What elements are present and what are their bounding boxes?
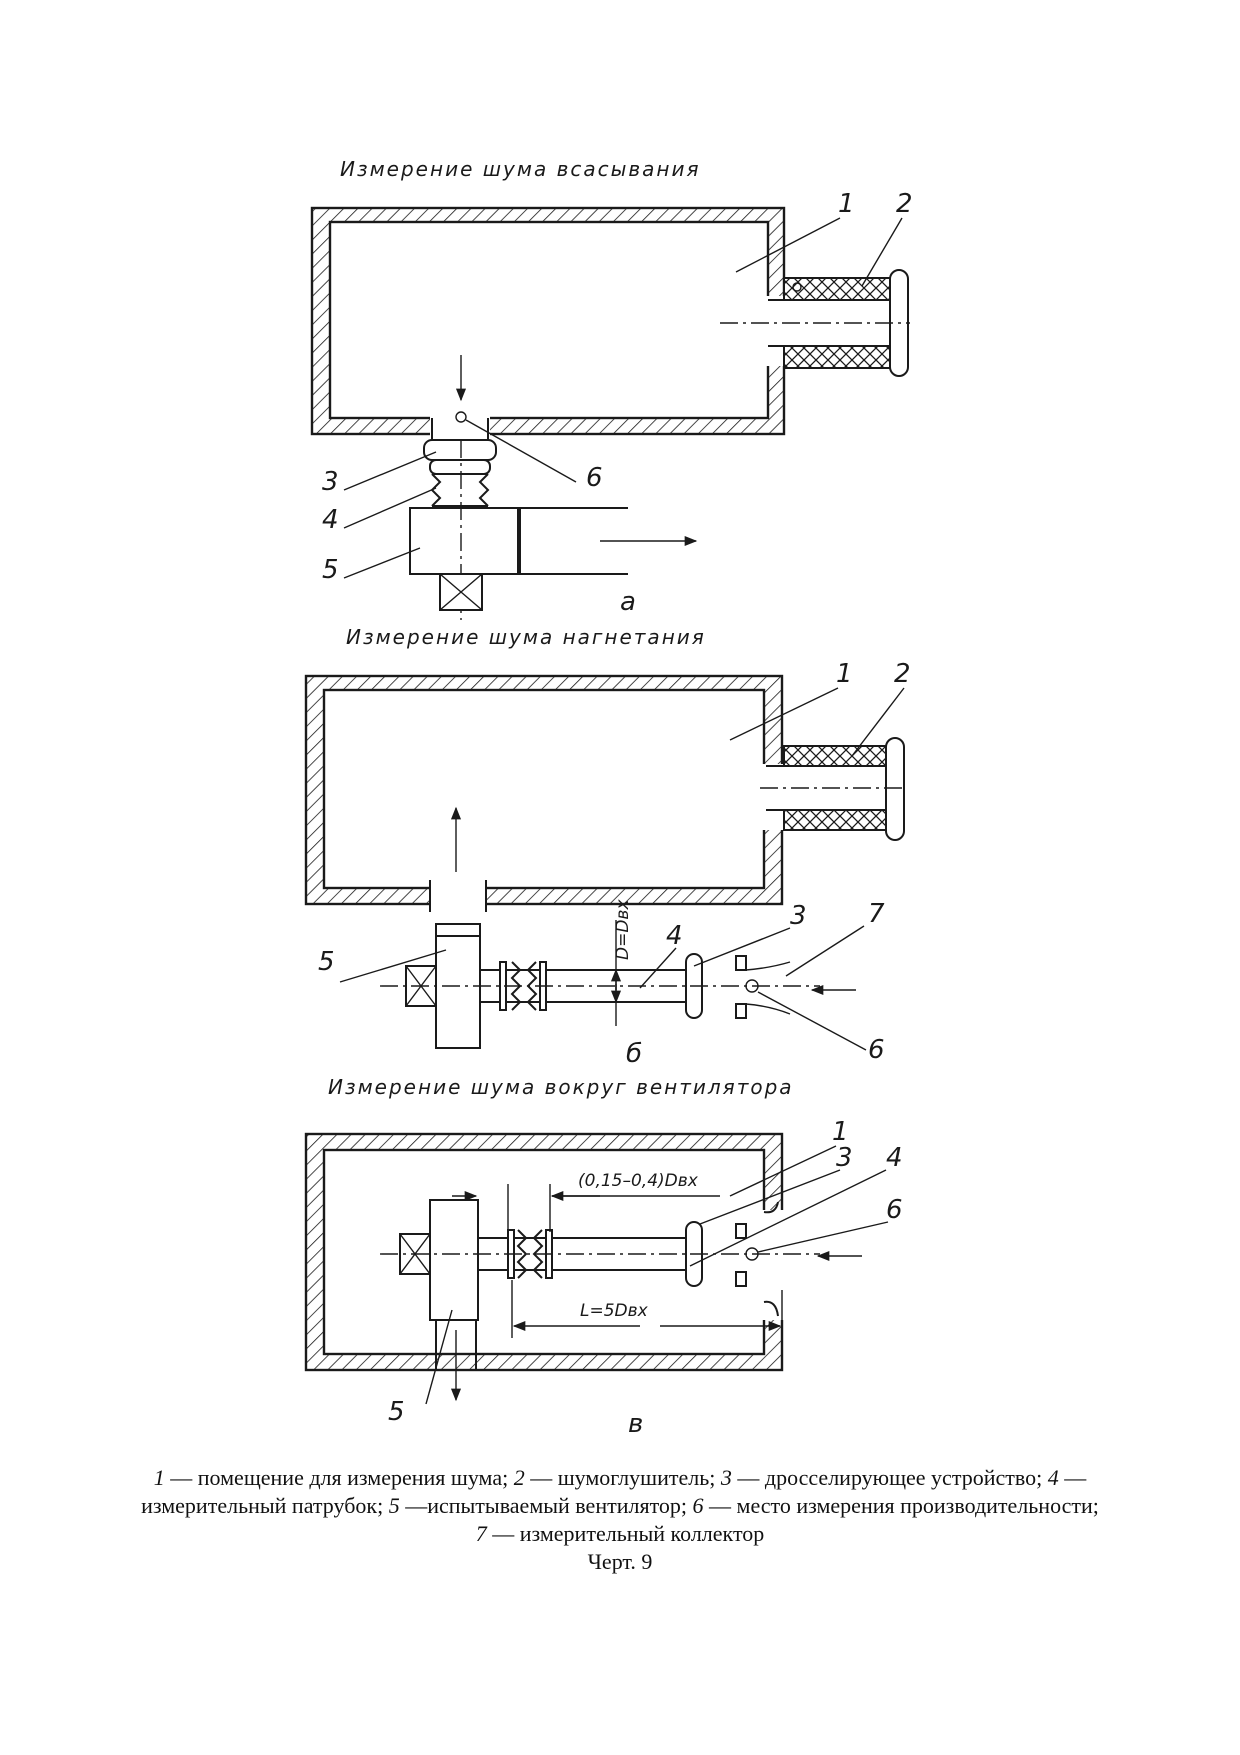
diagram-b: Измерение шума нагнетания — [304, 625, 911, 1069]
measure-point-a — [455, 411, 467, 423]
muffler-b-flange — [885, 737, 905, 841]
fan-c — [429, 1199, 479, 1321]
figure-label: Черт. 9 — [587, 1549, 653, 1574]
caption-num-3: 3 — [720, 1465, 732, 1490]
label-6-a: 6 — [586, 463, 603, 493]
muffler-b-bottom — [783, 809, 891, 831]
label-4-a: 4 — [322, 505, 339, 535]
label-2-a: 2 — [896, 189, 913, 219]
diagram-a-title: Измерение шума всасывания — [340, 157, 701, 181]
caption-text-3: — дросселирующее устройство; — [731, 1465, 1048, 1490]
label-4-b: 4 — [666, 921, 683, 951]
caption-text-2: — шумоглушитель; — [524, 1465, 721, 1490]
letter-c: в — [628, 1409, 643, 1439]
label-1-a: 1 — [838, 189, 855, 219]
letter-b: б — [626, 1039, 642, 1069]
letter-a: а — [620, 587, 636, 617]
caption-num-5: 5 — [388, 1493, 400, 1518]
dimension-d: D=Dвх — [613, 899, 633, 960]
caption-num-1: 1 — [153, 1465, 165, 1490]
caption-text-1: — помещение для измерения шума; — [164, 1465, 514, 1490]
label-5-b: 5 — [318, 947, 335, 977]
room-interior-a — [328, 220, 770, 420]
caption-num-2: 2 — [513, 1465, 525, 1490]
dimension-gap: (0,15–0,4)Dвх — [578, 1171, 699, 1191]
label-5-c: 5 — [388, 1397, 405, 1427]
bellows-c — [516, 1229, 528, 1279]
collector-c-top — [735, 1223, 747, 1239]
dimension-length: L=5Dвх — [580, 1301, 649, 1321]
diagram-a: Измерение шума всасывания — [310, 157, 913, 620]
diagram-b-title: Измерение шума нагнетания — [346, 625, 706, 649]
measuring-pipe-a — [430, 473, 490, 507]
label-2-b: 2 — [894, 659, 911, 689]
caption-text-5: —испытываемый вентилятор; — [399, 1493, 693, 1518]
label-3-b: 3 — [790, 901, 807, 931]
caption-text-4: — измерительный патрубок; — [141, 1465, 1087, 1518]
caption-num-6: 6 — [692, 1493, 704, 1518]
label-1-c: 1 — [832, 1117, 849, 1147]
diagram-c: Измерение шума вокруг вентилятора — [304, 1075, 903, 1439]
fan-a — [409, 507, 519, 575]
muffler-b-top — [783, 745, 891, 767]
caption-legend: 1 — помещение для измерения шума; 2 — шу… — [141, 1465, 1099, 1546]
label-6-c: 6 — [886, 1195, 903, 1225]
throttle-device-a — [423, 439, 497, 461]
caption-text-6: — место измерения производительности; — [703, 1493, 1099, 1518]
label-3-a: 3 — [322, 467, 339, 497]
collector-c-bottom — [735, 1271, 747, 1287]
muffler-a-bottom — [783, 345, 895, 369]
caption-num-7: 7 — [475, 1521, 487, 1546]
caption-num-4: 4 — [1047, 1465, 1059, 1490]
label-6-b: 6 — [868, 1035, 885, 1065]
label-7-b: 7 — [868, 899, 885, 929]
room-interior-b — [322, 688, 766, 890]
figure-caption: 1 — помещение для измерения шума; 2 — шу… — [140, 1464, 1100, 1576]
label-3-c: 3 — [836, 1143, 853, 1173]
label-5-a: 5 — [322, 555, 339, 585]
collector-b-bottom — [735, 1003, 747, 1019]
label-1-b: 1 — [836, 659, 853, 689]
caption-text-7: — измерительный коллектор — [486, 1521, 765, 1546]
label-4-c: 4 — [886, 1143, 903, 1173]
collector-b-top — [735, 955, 747, 971]
diagram-c-title: Измерение шума вокруг вентилятора — [328, 1075, 794, 1099]
